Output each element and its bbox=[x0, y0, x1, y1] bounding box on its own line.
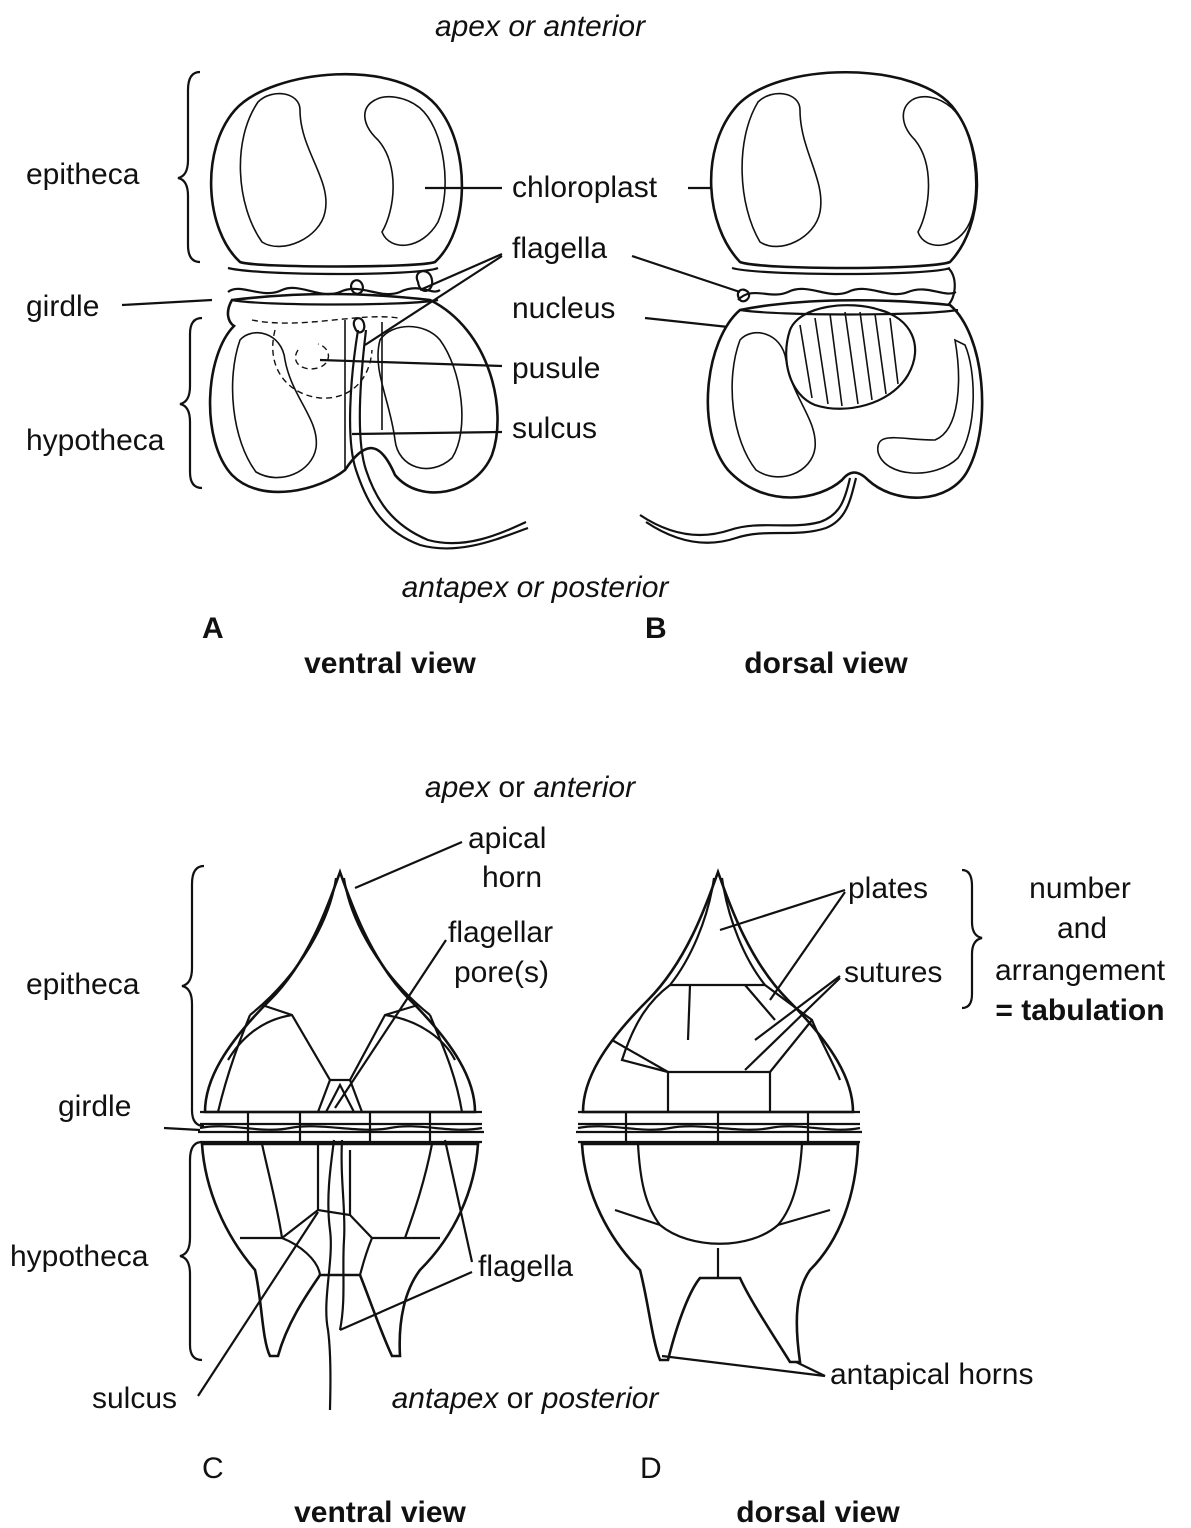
label-chloroplast: chloroplast bbox=[512, 171, 658, 204]
panel-a-letter: A bbox=[202, 612, 224, 645]
label-flagella-bottom: flagella bbox=[478, 1250, 573, 1283]
brace-epitheca-top bbox=[178, 72, 200, 262]
bottom-apex-label: apex or anterior bbox=[425, 771, 636, 804]
label-flagellar-pore-1: flagellar bbox=[448, 916, 553, 949]
panel-c-view: ventral view bbox=[294, 1496, 466, 1528]
label-epitheca-bottom: epitheca bbox=[26, 968, 140, 1001]
top-antapex-label: antapex or posterior bbox=[402, 571, 670, 604]
label-sulcus-top: sulcus bbox=[512, 412, 597, 445]
panel-b-view: dorsal view bbox=[744, 647, 908, 680]
label-pusule: pusule bbox=[512, 352, 600, 385]
label-flagella-top: flagella bbox=[512, 232, 607, 265]
label-antapical-horns: antapical horns bbox=[830, 1358, 1033, 1391]
panel-a-view: ventral view bbox=[304, 647, 476, 680]
label-sulcus-bottom: sulcus bbox=[92, 1382, 177, 1415]
label-number: number bbox=[1029, 872, 1131, 905]
leader-plates-1 bbox=[720, 890, 845, 930]
label-tabulation: = tabulation bbox=[995, 994, 1164, 1027]
panel-b-letter: B bbox=[645, 612, 667, 645]
label-hypotheca-bottom: hypotheca bbox=[10, 1240, 149, 1273]
cell-b bbox=[640, 72, 982, 543]
label-sutures: sutures bbox=[844, 956, 942, 989]
label-girdle-top: girdle bbox=[26, 290, 99, 323]
label-epitheca-top: epitheca bbox=[26, 158, 140, 191]
cell-a bbox=[210, 74, 528, 548]
label-nucleus: nucleus bbox=[512, 292, 615, 325]
panel-c-letter: C bbox=[202, 1452, 224, 1485]
label-arrangement: arrangement bbox=[995, 954, 1166, 987]
label-apical-horn-2: horn bbox=[482, 861, 542, 894]
label-plates: plates bbox=[848, 872, 928, 905]
brace-tabulation bbox=[962, 870, 982, 1008]
panel-d-view: dorsal view bbox=[736, 1496, 900, 1528]
leader-girdle-top bbox=[122, 300, 212, 305]
brace-hypotheca-bottom bbox=[180, 1142, 202, 1360]
leader-flagella-b bbox=[632, 256, 740, 292]
label-flagellar-pore-2: pore(s) bbox=[454, 956, 549, 989]
brace-hypotheca-top bbox=[180, 318, 202, 488]
top-apex-label: apex or anterior bbox=[435, 10, 646, 43]
label-and: and bbox=[1057, 912, 1107, 945]
leader-apical-horn bbox=[355, 842, 462, 888]
panel-d-letter: D bbox=[640, 1452, 662, 1485]
bottom-antapex-label: antapex or posterior bbox=[392, 1382, 660, 1415]
label-apical-horn-1: apical bbox=[468, 822, 546, 855]
label-hypotheca-top: hypotheca bbox=[26, 424, 165, 457]
leader-girdle-bottom bbox=[164, 1128, 200, 1130]
cell-d bbox=[576, 872, 862, 1362]
label-girdle-bottom: girdle bbox=[58, 1090, 131, 1123]
brace-epitheca-bottom bbox=[182, 866, 204, 1126]
